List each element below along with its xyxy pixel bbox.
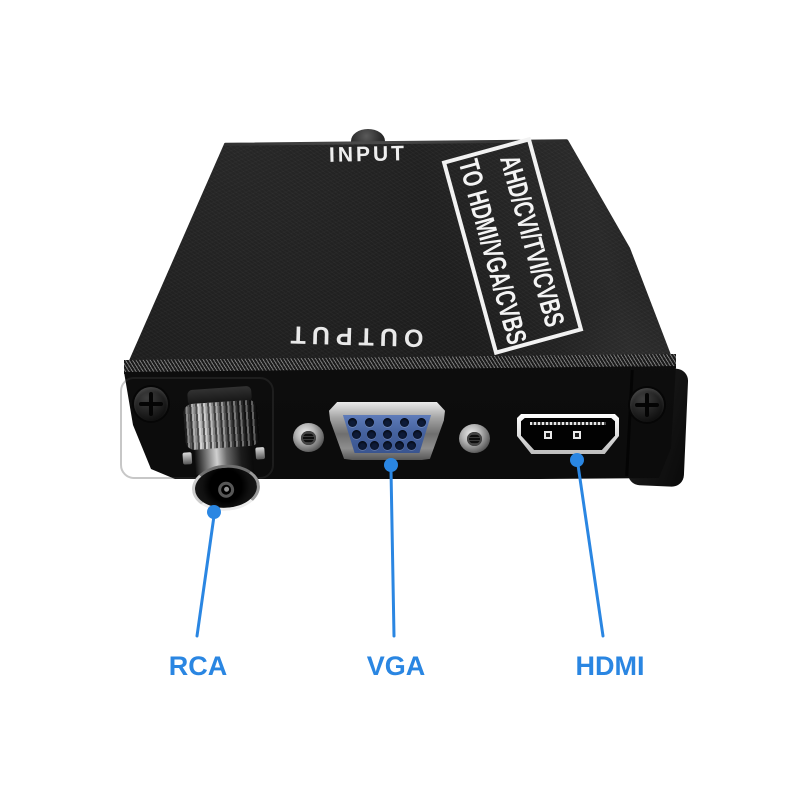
hdmi-port — [517, 414, 619, 454]
phillips-screw-right-icon — [630, 388, 664, 422]
callout-label-vga: VGA — [366, 651, 426, 681]
phillips-screw-left-icon — [134, 387, 168, 421]
bnc-center-pin — [217, 480, 235, 498]
callout-line-rca — [195, 505, 221, 638]
callout-label-hdmi: HDMI — [575, 651, 645, 681]
vga-pin-row-2 — [343, 429, 431, 439]
callout-line-hdmi — [570, 453, 605, 638]
vga-pin-row-1 — [343, 417, 431, 427]
input-label: INPUT — [328, 142, 408, 167]
hdmi-pin-strip — [530, 422, 606, 425]
bnc-bayonet-lug-right — [255, 446, 266, 460]
callout-line-vga — [384, 458, 398, 638]
vga-connector — [293, 402, 490, 460]
bnc-bayonet-lug-left — [182, 452, 193, 465]
hdmi-contact-2 — [573, 431, 581, 439]
bnc-connector — [181, 385, 266, 514]
vga-hex-post-right — [459, 424, 490, 453]
vga-blue-insert — [342, 415, 432, 453]
output-label: OUTPUT — [284, 320, 424, 352]
vga-hex-post-left — [293, 423, 324, 452]
hdmi-contact-1 — [544, 431, 552, 439]
bnc-knurled-ring — [183, 399, 261, 451]
callout-label-rca: RCA — [168, 651, 228, 681]
vga-pin-row-3 — [343, 441, 431, 451]
